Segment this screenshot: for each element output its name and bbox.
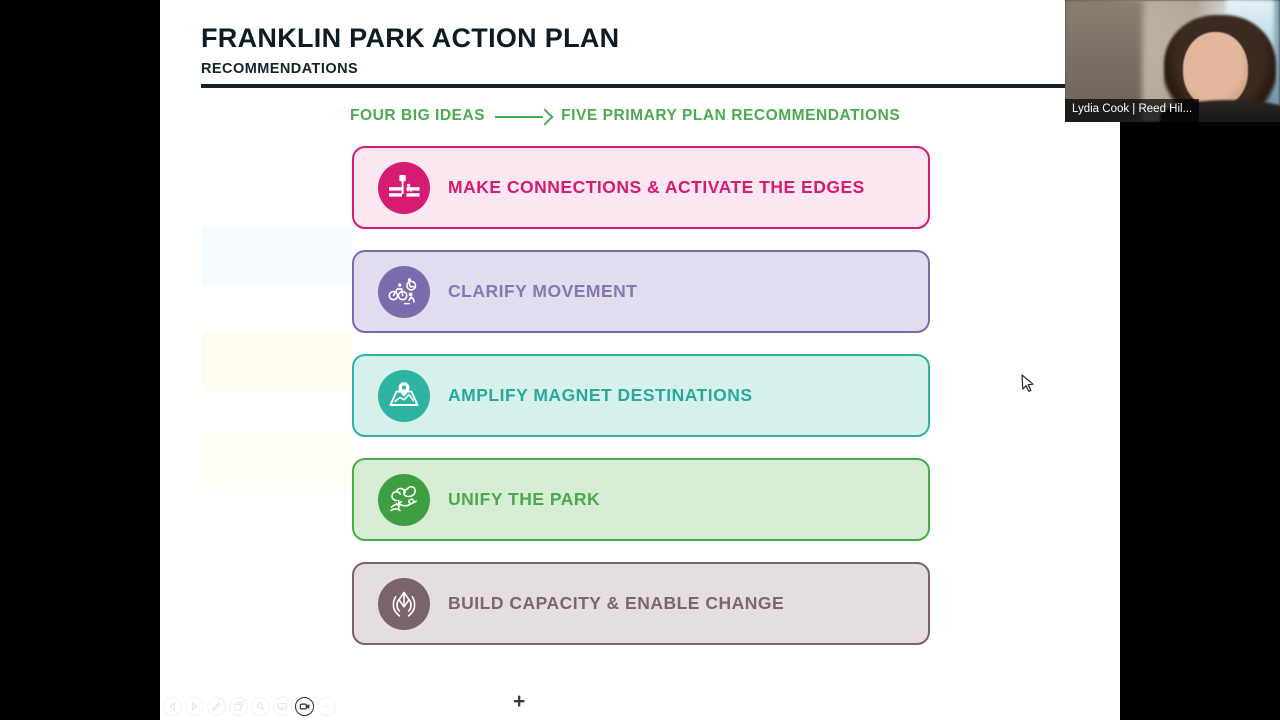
plus-marker: + xyxy=(513,690,526,713)
trees-landscape-icon xyxy=(378,473,430,526)
recommendation-label: MAKE CONNECTIONS & ACTIVATE THE EDGES xyxy=(448,177,865,197)
kicker-line: FOUR BIG IDEAS FIVE PRIMARY PLAN RECOMME… xyxy=(350,107,900,125)
recommendation-label: UNIFY THE PARK xyxy=(448,489,601,509)
notes-button[interactable] xyxy=(273,697,292,716)
recommendation-card-make-connections[interactable]: MAKE CONNECTIONS & ACTIVATE THE EDGES xyxy=(352,146,930,229)
background-block-2 xyxy=(202,330,352,392)
zoom-button[interactable] xyxy=(251,697,270,716)
page-subtitle: RECOMMENDATIONS xyxy=(201,60,359,77)
recommendation-card-unify-the-park[interactable]: UNIFY THE PARK xyxy=(352,458,930,541)
slide-header: FRANKLIN PARK ACTION PLAN RECOMMENDATION… xyxy=(201,23,1079,77)
previous-slide-button[interactable] xyxy=(163,697,182,716)
participant-name-label: Lydia Cook | Reed Hil... xyxy=(1065,99,1200,122)
presentation-slide: FRANKLIN PARK ACTION PLAN RECOMMENDATION… xyxy=(160,0,1120,720)
webcam-tile[interactable]: Lydia Cook | Reed Hil... xyxy=(1065,0,1280,122)
stamp-button[interactable] xyxy=(229,697,248,716)
long-right-arrow-icon xyxy=(495,109,551,124)
map-pin-icon xyxy=(378,369,430,422)
recommendation-label: AMPLIFY MAGNET DESTINATIONS xyxy=(448,385,753,405)
recommendations-list: MAKE CONNECTIONS & ACTIVATE THE EDGES xyxy=(352,146,930,712)
pen-annotate-button[interactable] xyxy=(207,697,226,716)
recommendation-card-amplify-magnet-destinations[interactable]: AMPLIFY MAGNET DESTINATIONS xyxy=(352,354,930,437)
bike-wheelchair-walk-icon xyxy=(378,265,430,318)
hands-holding-leaf-icon xyxy=(378,577,430,630)
mouse-pointer-icon xyxy=(1021,374,1034,392)
header-divider xyxy=(201,84,1079,88)
background-block-1 xyxy=(202,225,352,287)
presentation-toolbar xyxy=(163,697,336,716)
kicker-right-text: FIVE PRIMARY PLAN RECOMMENDATIONS xyxy=(561,107,901,124)
recommendation-label: BUILD CAPACITY & ENABLE CHANGE xyxy=(448,593,785,613)
crosswalk-pedestrian-icon xyxy=(378,161,430,214)
recommendation-card-build-capacity[interactable]: BUILD CAPACITY & ENABLE CHANGE xyxy=(352,562,930,645)
recommendation-card-clarify-movement[interactable]: CLARIFY MOVEMENT xyxy=(352,250,930,333)
recommendation-label: CLARIFY MOVEMENT xyxy=(448,281,638,301)
background-block-3 xyxy=(202,432,352,494)
play-button[interactable] xyxy=(185,697,204,716)
more-options-button[interactable] xyxy=(317,697,336,716)
webcam-person-face xyxy=(1183,31,1248,108)
page-title: FRANKLIN PARK ACTION PLAN xyxy=(201,23,620,53)
kicker-left-text: FOUR BIG IDEAS xyxy=(350,107,486,124)
video-camera-button[interactable] xyxy=(295,697,314,716)
